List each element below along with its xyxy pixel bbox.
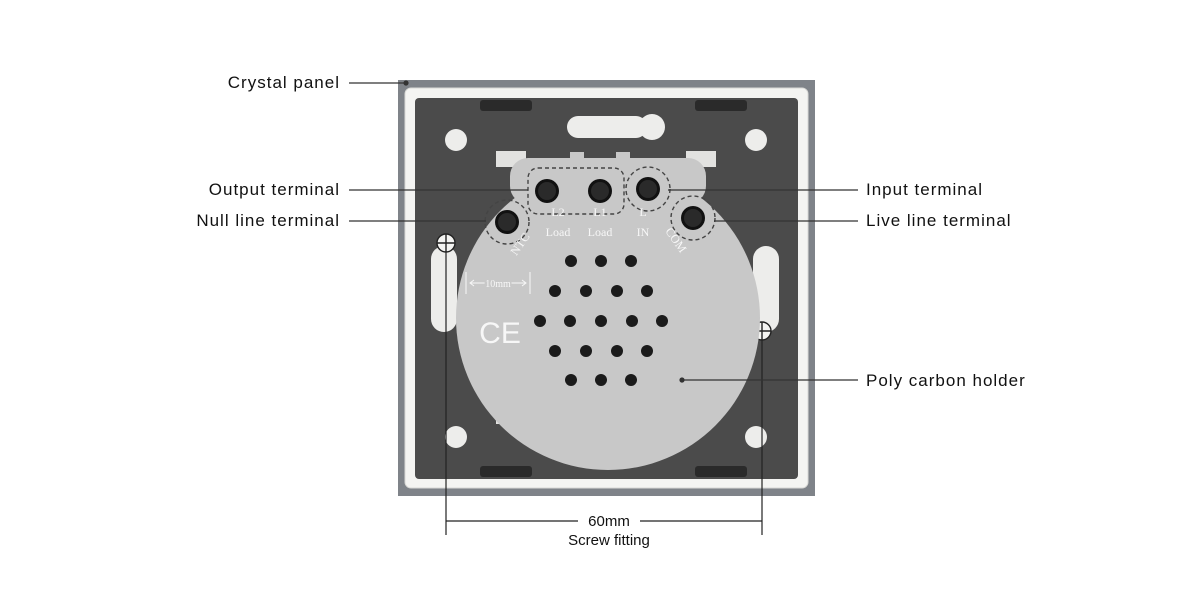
- live-line-terminal-label: Live line terminal: [866, 211, 1012, 230]
- plate-hole: [445, 129, 467, 151]
- live-terminal-ring: [670, 195, 716, 241]
- mark-l2: L2: [551, 205, 564, 219]
- vent-hole: [595, 374, 607, 386]
- vent-hole: [595, 255, 607, 267]
- poly-carbon-holder-label: Poly carbon holder: [866, 371, 1026, 390]
- dimension-lines: [445, 252, 763, 535]
- mark-l1: L1: [593, 205, 606, 219]
- vent-hole: [565, 255, 577, 267]
- vent-hole: [611, 285, 623, 297]
- holder-nub: [570, 152, 584, 160]
- null-line-terminal-label: Null line terminal: [196, 211, 340, 230]
- vent-hole: [641, 345, 653, 357]
- terminal-screws: [495, 177, 705, 234]
- mark-l1-load: Load: [588, 225, 613, 239]
- plate-slot: [695, 100, 747, 111]
- plate-slot: [695, 466, 747, 477]
- mark-l2-load: Load: [546, 225, 571, 239]
- input-terminal-ring: [625, 166, 671, 212]
- output-terminal-label: Output terminal: [208, 180, 340, 199]
- input-terminal-label: Input terminal: [866, 180, 983, 199]
- vent-holes: [534, 255, 668, 386]
- vent-hole: [580, 345, 592, 357]
- keyhole-circle: [639, 114, 665, 140]
- vent-hole: [611, 345, 623, 357]
- side-slot: [431, 246, 457, 332]
- keyhole-slot: [567, 116, 647, 138]
- holder-nub: [616, 152, 630, 160]
- vent-hole: [534, 315, 546, 327]
- vent-hole: [656, 315, 668, 327]
- scale-mark: [465, 272, 531, 294]
- leader-lines: [349, 80, 858, 383]
- dimension-caption: Screw fitting: [568, 532, 650, 549]
- plate-hole: [445, 426, 467, 448]
- vent-hole: [549, 285, 561, 297]
- vent-hole: [625, 255, 637, 267]
- vent-hole: [549, 345, 561, 357]
- dimension-value: 60mm: [588, 513, 630, 530]
- vent-hole: [641, 285, 653, 297]
- vent-hole: [564, 315, 576, 327]
- output-terminal-box: [527, 167, 625, 215]
- poly-carbon-holder: [456, 166, 760, 470]
- plate-slot: [480, 466, 532, 477]
- plate-slot: [480, 100, 532, 111]
- vent-hole: [565, 374, 577, 386]
- vent-hole: [626, 315, 638, 327]
- plate-hole: [745, 129, 767, 151]
- mark-l: L: [639, 205, 646, 219]
- vent-hole: [625, 374, 637, 386]
- crystal-panel-label: Crystal panel: [227, 73, 340, 92]
- plate-hole: [745, 426, 767, 448]
- vent-hole: [580, 285, 592, 297]
- ce-mark: CE: [479, 317, 521, 350]
- vent-hole: [595, 315, 607, 327]
- null-terminal-ring: [484, 199, 530, 245]
- scale-mark-label: 10mm: [485, 279, 511, 290]
- mark-in: IN: [637, 225, 650, 239]
- screw-mark-left: [436, 233, 456, 253]
